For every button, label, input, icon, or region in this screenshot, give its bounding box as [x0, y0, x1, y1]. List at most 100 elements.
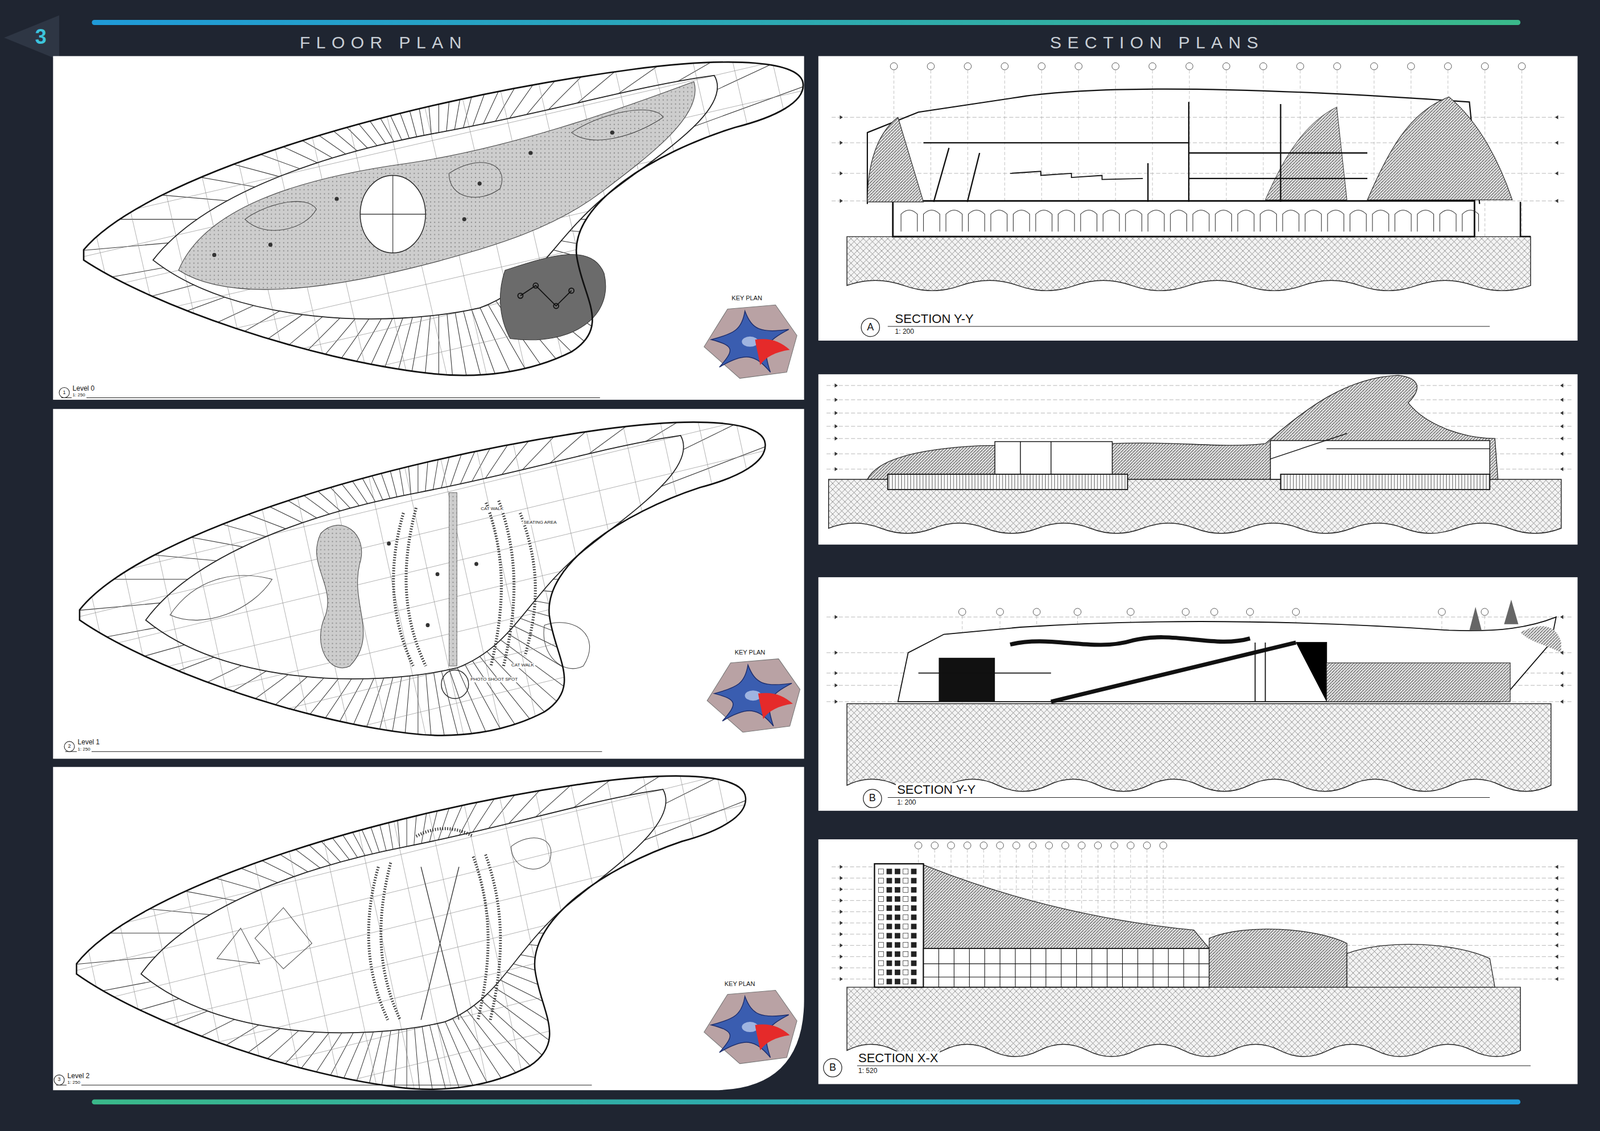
room-wall [1076, 948, 1077, 988]
window [878, 933, 884, 939]
scale-label: 1: 200 [895, 799, 917, 807]
grid-line [133, 266, 287, 963]
grid-line [564, 162, 718, 858]
grid-line [0, 883, 858, 1102]
parking-bay [1102, 209, 1120, 232]
room-wall [1152, 948, 1154, 988]
level-line [826, 399, 1572, 401]
window [886, 960, 892, 966]
parking-bay [1349, 209, 1367, 232]
window [903, 869, 909, 875]
grid-line [0, 849, 850, 1068]
window [903, 933, 909, 939]
window [911, 979, 917, 985]
window [911, 869, 917, 875]
column-bubble [1407, 62, 1415, 70]
room-wall [74, 315, 407, 934]
room-wall [77, 0, 419, 580]
grid-line [0, 360, 843, 579]
grid-line [0, 579, 792, 798]
parking-bay [1215, 209, 1232, 232]
grid-line [0, 951, 872, 1131]
grid-line [691, 481, 841, 1131]
window [911, 924, 917, 930]
grid-line [339, 568, 490, 1131]
column-bubble [1028, 842, 1037, 850]
grid-line [0, 0, 150, 638]
grid-line [706, 0, 867, 472]
room-wall [0, 428, 407, 934]
grid-line [0, 237, 939, 456]
room-wall [126, 286, 408, 934]
grid-line [14, 1052, 893, 1131]
grid-line [668, 0, 830, 481]
column-bubble [1481, 62, 1489, 70]
room-wall [1198, 948, 1200, 988]
column-bubble [1073, 608, 1082, 616]
callout-letter: B [829, 1062, 837, 1074]
window [878, 869, 884, 875]
grid-line [0, 511, 778, 730]
room-wall [130, 0, 419, 580]
level-marker [834, 411, 1564, 416]
room-wall [969, 948, 970, 988]
column-bubble [1259, 62, 1268, 70]
window [878, 924, 884, 930]
scale-label: 1: 250 [66, 1080, 82, 1086]
grid-line [374, 559, 525, 1131]
column-bubble [927, 62, 935, 70]
column-bubble [1126, 608, 1135, 616]
parking-bay [1372, 209, 1389, 232]
column-bubble [1038, 62, 1046, 70]
room-wall [406, 221, 465, 934]
parking-bay [1125, 209, 1143, 232]
room-wall [27, 0, 418, 580]
window [886, 869, 892, 875]
callout-letter: A [866, 321, 874, 334]
window [878, 979, 884, 985]
key-plan-label: KEY PLAN [724, 980, 756, 988]
column-bubble [1222, 62, 1231, 70]
parking-bay [923, 209, 941, 232]
window [894, 933, 900, 939]
level-line [826, 385, 1572, 386]
window [903, 979, 909, 985]
scale-label: 1: 200 [894, 328, 916, 336]
window [886, 970, 892, 976]
grid-line [444, 542, 595, 1131]
room-wall [0, 32, 419, 580]
level-marker [834, 397, 1564, 402]
window [878, 951, 884, 957]
parking-bay [990, 209, 1008, 232]
parking-bay [1260, 209, 1277, 232]
parking-bay [1417, 209, 1434, 232]
column-bubble [1444, 62, 1452, 70]
parking-bay [1013, 209, 1030, 232]
column-bubble [1438, 608, 1446, 616]
window [903, 951, 909, 957]
grid-line [672, 135, 826, 832]
grid-line [304, 577, 454, 1131]
grid-line [199, 603, 349, 1131]
grid-line [163, 612, 314, 1131]
column-bubble [980, 842, 988, 850]
grid-line [0, 310, 107, 1007]
scale-label: 1: 520 [857, 1067, 879, 1076]
window [886, 924, 892, 930]
grid-line [97, 275, 251, 971]
room-wall [179, 262, 407, 934]
parking-bay [1147, 209, 1165, 232]
room-wall [1014, 948, 1016, 988]
column-bubble [931, 842, 939, 850]
grid-line [493, 179, 647, 876]
grid-line [0, 530, 880, 748]
column-bubble [1333, 62, 1342, 70]
room-wall [241, 0, 419, 580]
window [903, 878, 909, 884]
column-bubble [1094, 842, 1102, 850]
grid-line [601, 153, 755, 850]
parking-bay [945, 209, 963, 232]
space-label: PHOTO SHOOT SPOT [469, 677, 519, 683]
room-wall [1137, 948, 1139, 988]
grid-line [457, 188, 611, 884]
